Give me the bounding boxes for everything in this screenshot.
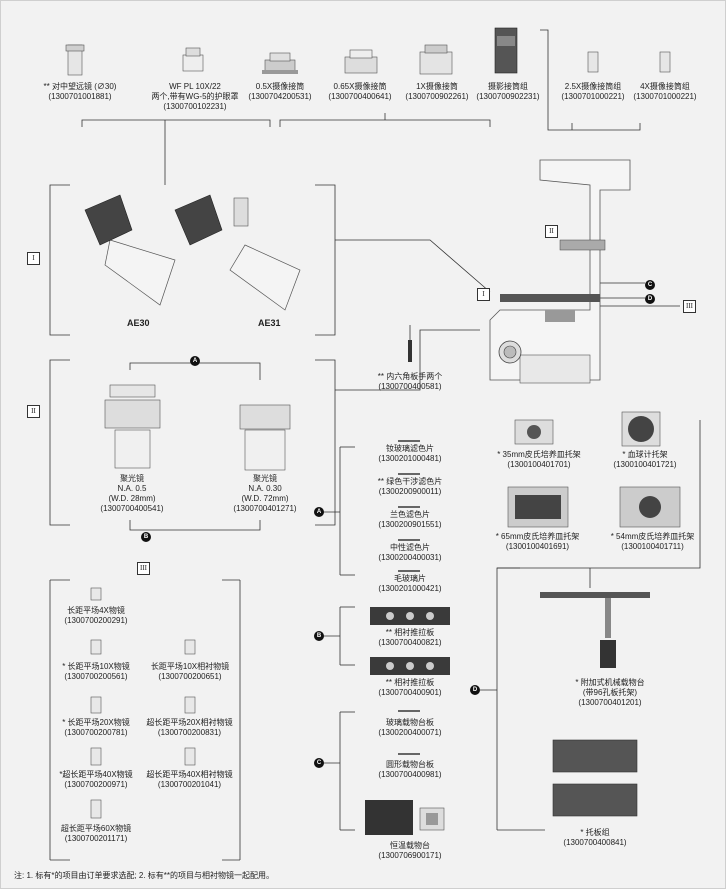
telescope-label: ** 对中望远镜 (∅30)(1300701001881)	[43, 82, 117, 101]
objective-icon	[184, 639, 196, 655]
objective-label: *超长距平场40X物镜(1300700200971)	[59, 770, 133, 789]
tray-set-icon	[552, 739, 638, 817]
filter-label: 中性滤色片(1300200400031)	[378, 543, 442, 562]
filter-label: 兰色滤色片(1300200901551)	[378, 510, 442, 529]
phase-slider-1-icon	[370, 607, 450, 625]
photo-tube-icon	[494, 27, 518, 74]
objective-label: 超长距平场20X相衬物镜(1300700200831)	[146, 718, 233, 737]
section-i-marker: I	[27, 252, 40, 265]
objective-label: 超长距平场40X相衬物镜(1300700201041)	[146, 770, 233, 789]
holder-label: * 血球计托架(1300100401721)	[613, 450, 677, 469]
adapter-05x-label: 0.5X摄像接筒(1300704200531)	[248, 82, 312, 101]
badge-b: B	[314, 631, 324, 641]
adapter-25x-label: 2.5X摄像接筒组(1300701000221)	[561, 82, 625, 101]
objective-label: 长距平场10X相衬物镜(1300700200651)	[150, 662, 230, 681]
holder-label: * 54mm皮氏培养皿托架(1300100401711)	[610, 532, 695, 551]
section-i-marker: I	[477, 288, 490, 301]
stage-plate-label: 圆形载物台板(1300700400981)	[378, 760, 442, 779]
filter-mark-icon	[398, 570, 420, 572]
section-iii-marker: III	[137, 562, 150, 575]
adapter-4x-icon	[659, 51, 671, 73]
holder-65mm-icon	[507, 486, 569, 528]
mechanical-stage-label: * 附加式机械载物台(带96孔板托架)(1300700401201)	[575, 678, 645, 707]
footnote: 注: 1. 标有*的项目由订单要求选配; 2. 标有**的项目与相衬物镜一起配用…	[14, 871, 275, 880]
objective-label: * 长距平场10X物镜(1300700200561)	[62, 662, 130, 681]
wrench-icon	[408, 340, 412, 362]
mechanical-stage-icon	[540, 592, 650, 668]
adapter-1x-icon	[419, 44, 453, 75]
heating-stage-label: 恒温载物台(1300706900171)	[378, 841, 442, 860]
adapter-05x-icon	[262, 52, 298, 74]
filter-mark-icon	[398, 539, 420, 541]
section-iii-marker: III	[683, 300, 696, 313]
badge-d: D	[470, 685, 480, 695]
photo-tube-label: 摄影接筒组(1300700902231)	[476, 82, 540, 101]
telescope-icon	[65, 44, 85, 76]
ae31-head-icon	[174, 194, 301, 311]
objective-label: 长距平场4X物镜(1300700200291)	[64, 606, 128, 625]
badge-c: C	[314, 758, 324, 768]
badge-b: B	[141, 532, 151, 542]
filter-label: ** 绿色干涉滤色片(1300200900011)	[377, 477, 443, 496]
ae30-label: AE30	[127, 318, 150, 328]
badge-c: C	[645, 280, 655, 290]
filter-label: 毛玻璃片(1300201000421)	[378, 574, 442, 593]
phase-slider-label: ** 相衬推拉板(1300700400901)	[378, 678, 442, 697]
objective-icon	[184, 696, 196, 714]
adapter-4x-label: 4X摄像接筒组(1300701000221)	[633, 82, 697, 101]
microscope-body-icon	[489, 159, 631, 384]
phase-slider-2-icon	[370, 657, 450, 675]
adapter-1x-label: 1X摄像接筒(1300700902261)	[405, 82, 469, 101]
ae31-label: AE31	[258, 318, 281, 328]
condenser-05-icon	[104, 384, 161, 469]
holder-54mm-icon	[619, 486, 681, 528]
objective-icon	[90, 639, 102, 655]
filter-mark-icon	[398, 440, 420, 442]
holder-label: * 65mm皮氏培养皿托架(1300100401691)	[495, 532, 580, 551]
objective-icon	[90, 587, 102, 601]
tray-label: * 托板组(1300700400841)	[563, 828, 627, 847]
section-ii-marker: II	[27, 405, 40, 418]
ae30-head-icon	[84, 194, 176, 306]
filter-label: 钕玻璃滤色片(1300201000481)	[378, 444, 442, 463]
holder-hemocytometer-icon	[621, 411, 661, 447]
wrench-label: ** 内六角板手两个(1300700400581)	[377, 372, 443, 391]
adapter-065x-label: 0.65X摄像接筒(1300700400641)	[328, 82, 392, 101]
heating-stage-icon	[365, 800, 445, 835]
phase-slider-label: ** 相衬推拉板(1300700400821)	[378, 628, 442, 647]
badge-a: A	[314, 507, 324, 517]
badge-a: A	[190, 356, 200, 366]
filter-mark-icon	[398, 473, 420, 475]
eyepiece-icon	[182, 47, 204, 72]
stage-plate-label: 玻璃载物台板(1300200400071)	[378, 718, 442, 737]
adapter-065x-icon	[344, 49, 378, 74]
objective-label: 超长距平场60X物镜(1300700201171)	[60, 824, 132, 843]
objective-label: * 长距平场20X物镜(1300700200781)	[62, 718, 130, 737]
objective-icon	[90, 799, 102, 819]
objective-icon	[90, 747, 102, 766]
holder-35mm-icon	[514, 419, 554, 445]
adapter-25x-icon	[587, 51, 599, 73]
objective-icon	[90, 696, 102, 714]
badge-d: D	[645, 294, 655, 304]
holder-label: * 35mm皮氏培养皿托架(1300100401701)	[497, 450, 581, 469]
filter-mark-icon	[398, 506, 420, 508]
condenser-030-icon	[239, 404, 291, 471]
objective-icon	[184, 747, 196, 766]
section-ii-marker: II	[545, 225, 558, 238]
